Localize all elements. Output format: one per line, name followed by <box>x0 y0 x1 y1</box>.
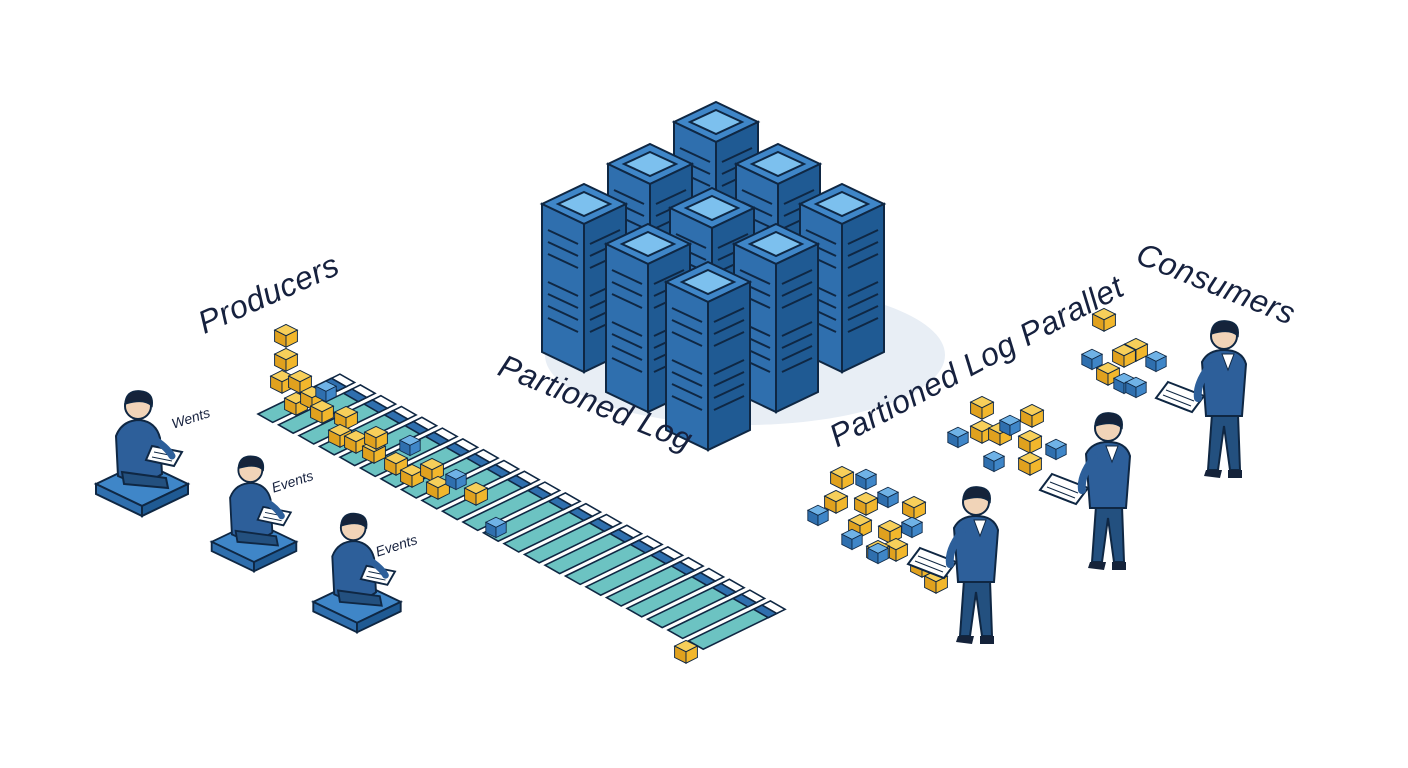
event-cube-blue <box>901 516 923 539</box>
producer-2 <box>212 456 297 571</box>
event-cube-yellow <box>854 491 878 516</box>
event-cube-yellow <box>274 347 298 372</box>
event-cube-yellow <box>902 495 926 520</box>
event-cube-blue <box>855 468 877 491</box>
producer-3 <box>313 513 400 632</box>
consumer-3 <box>1156 321 1246 478</box>
event-cube-blue <box>1045 438 1067 461</box>
event-cube-blue <box>983 450 1005 473</box>
event-cube-blue <box>947 426 969 449</box>
event-cube-yellow <box>1018 429 1042 454</box>
event-cube-yellow <box>970 395 994 420</box>
event-cube-blue <box>877 486 899 509</box>
event-cube-yellow <box>1018 451 1042 476</box>
producer-1 <box>96 391 188 516</box>
event-cube-yellow <box>830 465 854 490</box>
event-cube-yellow <box>1020 403 1044 428</box>
event-cube-blue <box>1145 350 1167 373</box>
consumer-2 <box>1040 413 1130 570</box>
event-cube-yellow <box>274 323 298 348</box>
